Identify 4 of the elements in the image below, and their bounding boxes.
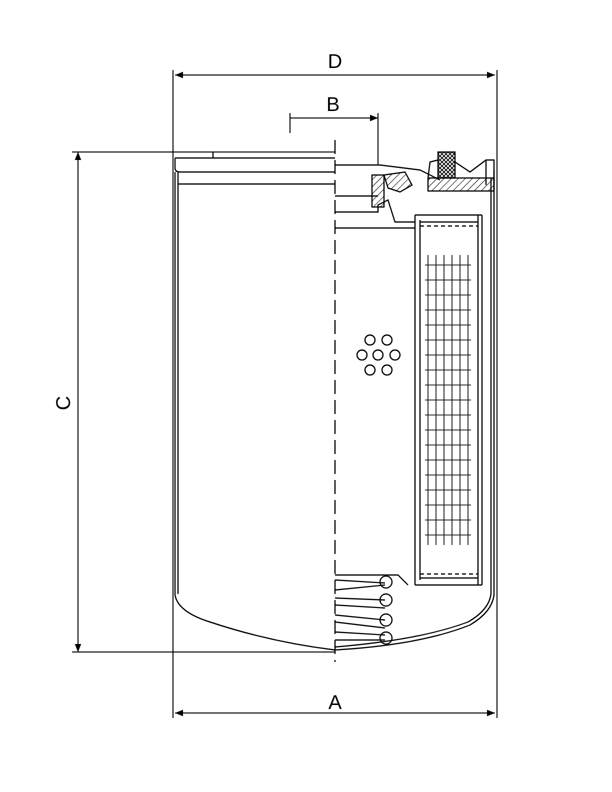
- dimension-label: A: [328, 692, 342, 714]
- dimension-label: B: [326, 94, 340, 116]
- dimension-label: D: [328, 51, 342, 73]
- dimension-label: C: [53, 396, 75, 410]
